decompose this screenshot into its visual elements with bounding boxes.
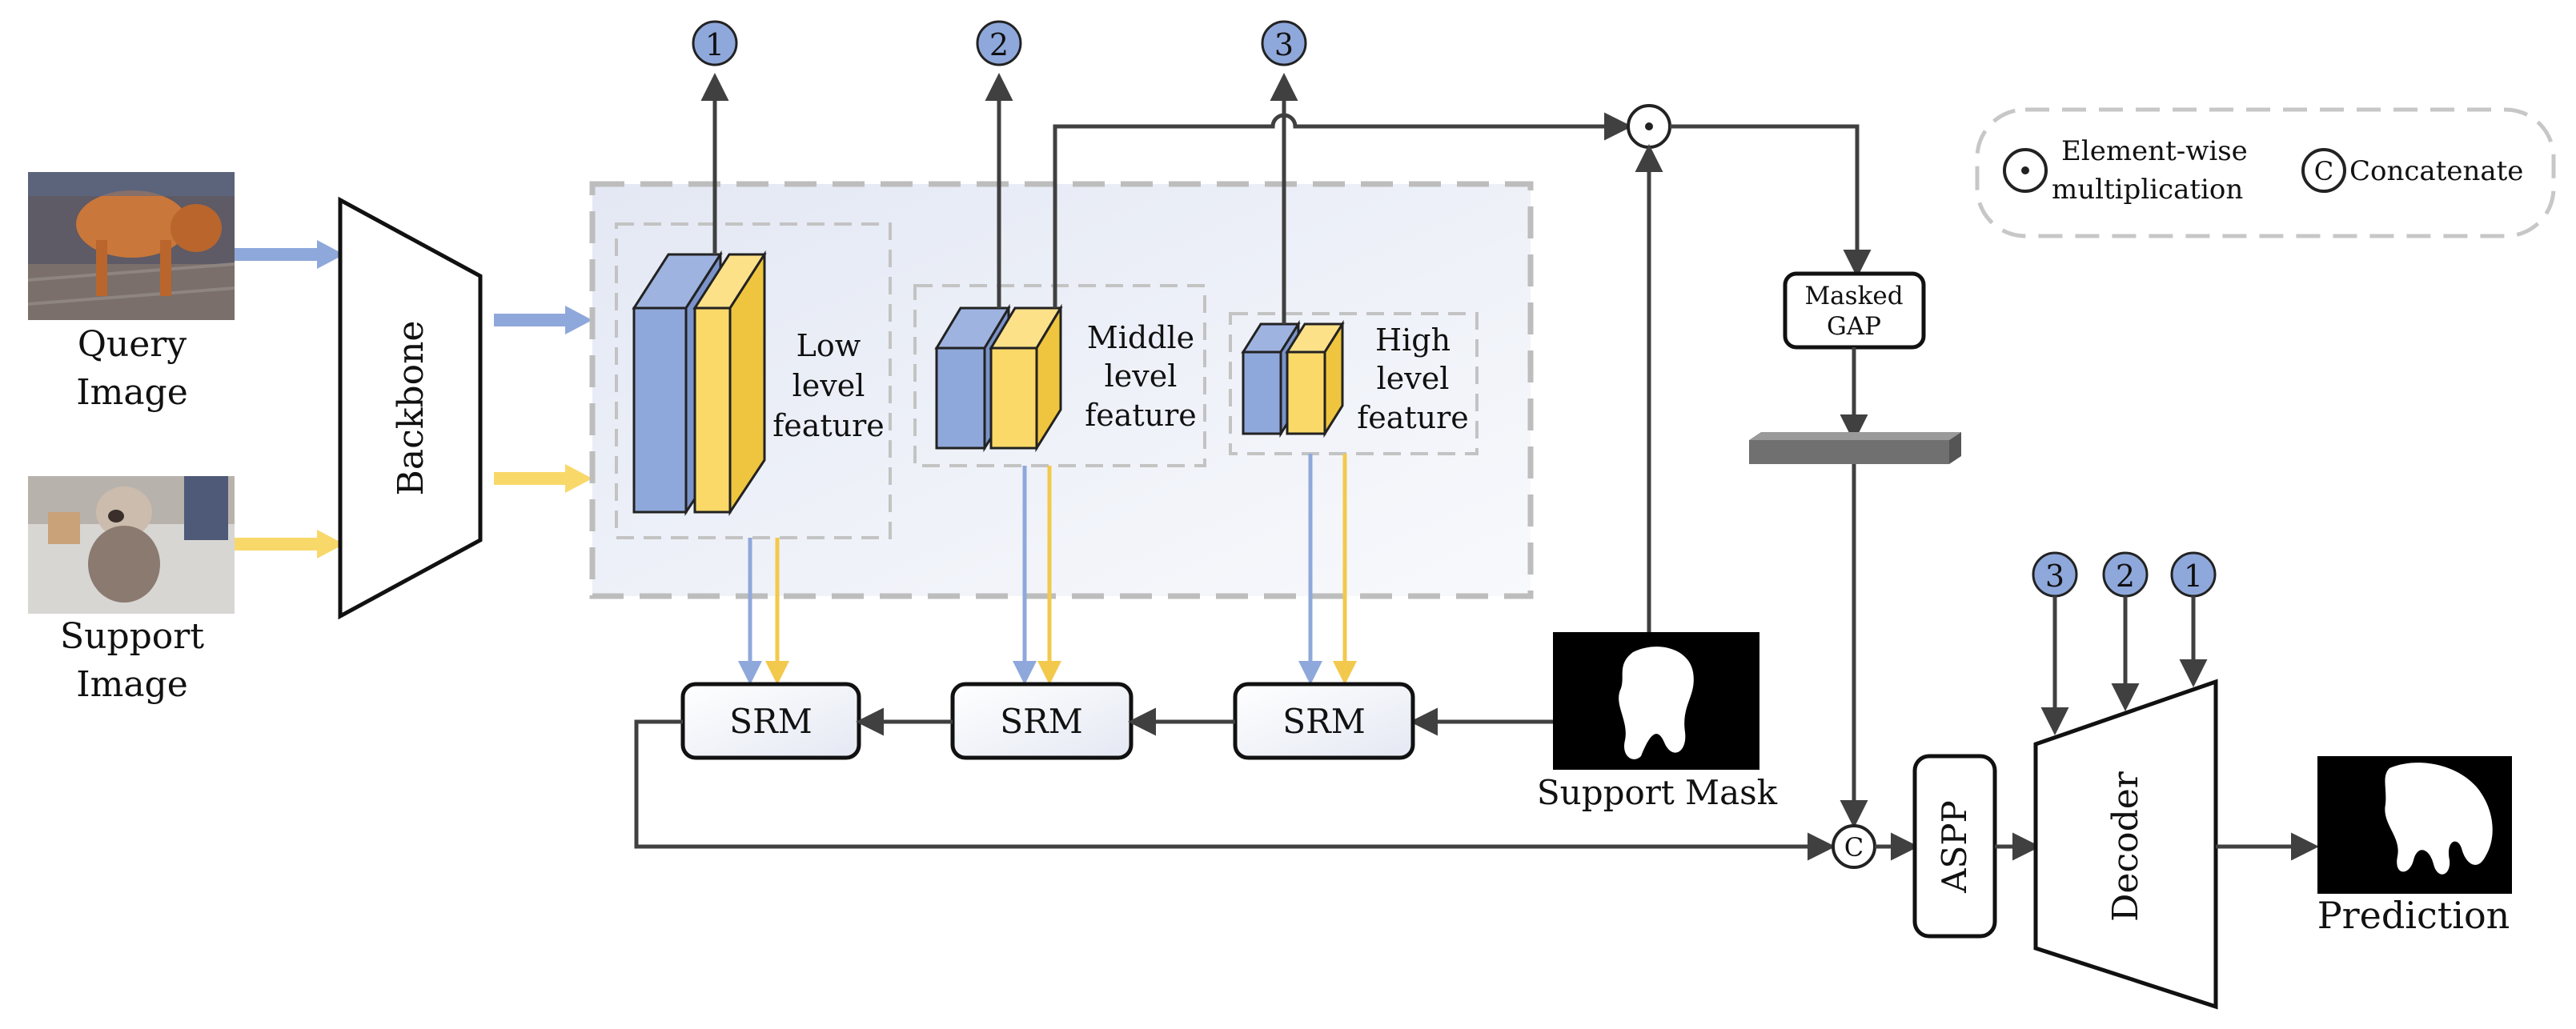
svg-text:level: level [1377, 361, 1450, 396]
decoder-label: Decoder [2105, 771, 2146, 922]
prediction-image [2317, 756, 2512, 894]
middle-to-multiply-line [1053, 112, 1632, 308]
marker-1: 1 [692, 20, 738, 66]
decoder-marker-1: 1 [2170, 551, 2217, 598]
svg-text:3: 3 [1274, 27, 1294, 62]
middle-feature-label: Middle level feature [1085, 320, 1197, 433]
svg-text:Low: Low [796, 328, 861, 363]
support-image [28, 476, 235, 614]
svg-text:Support: Support [60, 616, 204, 657]
srm-3: SRM [1233, 682, 1415, 760]
svg-text:Image: Image [76, 372, 188, 413]
aspp-label: ASPP [1935, 800, 1974, 894]
decoder-marker-3: 3 [2032, 551, 2078, 598]
svg-text:Image: Image [76, 664, 188, 705]
svg-text:SRM: SRM [1000, 702, 1082, 741]
legend-multiply-icon [2003, 148, 2048, 193]
middle-feature-cube [934, 303, 1063, 453]
svg-text:3: 3 [2045, 559, 2064, 594]
query-image [27, 172, 235, 320]
svg-text:Query: Query [78, 324, 187, 365]
svg-text:2: 2 [989, 27, 1009, 62]
legend-concat-icon: C [2301, 148, 2346, 193]
svg-text:SRM: SRM [1282, 702, 1365, 741]
support-arrow-head [317, 530, 344, 559]
legend-concat-text: Concatenate [2349, 155, 2523, 187]
query-label: Query Image [76, 324, 188, 413]
legend-box [1975, 107, 2556, 238]
high-feature-label: High level feature [1357, 322, 1469, 435]
svg-text:High: High [1375, 322, 1451, 358]
low-feature-cube [632, 250, 767, 516]
backbone-query-arrow-head [565, 306, 592, 334]
support-label: Support Image [60, 616, 204, 705]
backbone-label: Backbone [391, 321, 431, 496]
legend-multiply-text-2: multiplication [2052, 174, 2243, 206]
svg-text:1: 1 [705, 27, 724, 62]
concat-node: C [1832, 824, 1876, 869]
svg-text:feature: feature [772, 408, 885, 443]
low-feature-box [615, 222, 892, 539]
srm-2: SRM [950, 682, 1134, 760]
multiply-node [1627, 104, 1671, 149]
backbone-block [338, 196, 483, 620]
svg-text:GAP: GAP [1827, 312, 1881, 341]
support-mask-image [1553, 632, 1759, 770]
backbone-support-arrow-head [565, 464, 592, 493]
svg-text:SRM: SRM [729, 702, 812, 741]
prediction-label: Prediction [2317, 894, 2510, 937]
svg-text:feature: feature [1357, 400, 1469, 435]
marker-3: 3 [1261, 20, 1307, 66]
svg-text:1: 1 [2184, 559, 2203, 594]
low-feature-label: Low level feature [772, 328, 885, 443]
legend-multiply-text-1: Element-wise [2061, 135, 2248, 167]
svg-text:Masked: Masked [1804, 282, 1903, 310]
masked-gap-label: Masked GAP [1804, 282, 1903, 341]
svg-text:C: C [1844, 832, 1864, 863]
srm-1: SRM [680, 682, 861, 760]
decoder-marker-2: 2 [2102, 551, 2149, 598]
high-feature-box [1229, 312, 1479, 455]
query-arrow-head [317, 240, 344, 269]
multiply-to-masked-gap [1670, 124, 1872, 278]
svg-text:2: 2 [2116, 559, 2135, 594]
svg-text:C: C [2314, 156, 2333, 186]
srm-1-to-concat [634, 719, 1836, 861]
support-mask-label: Support Mask [1537, 773, 1778, 812]
middle-feature-box [913, 284, 1206, 467]
svg-text:feature: feature [1085, 398, 1197, 433]
high-feature-cube [1241, 319, 1345, 438]
svg-text:level: level [792, 368, 865, 403]
decoder-block [2033, 679, 2218, 1010]
svg-text:Middle: Middle [1087, 320, 1194, 355]
marker-2: 2 [976, 20, 1022, 66]
svg-text:level: level [1105, 358, 1178, 394]
prototype-vector [1749, 432, 1961, 464]
